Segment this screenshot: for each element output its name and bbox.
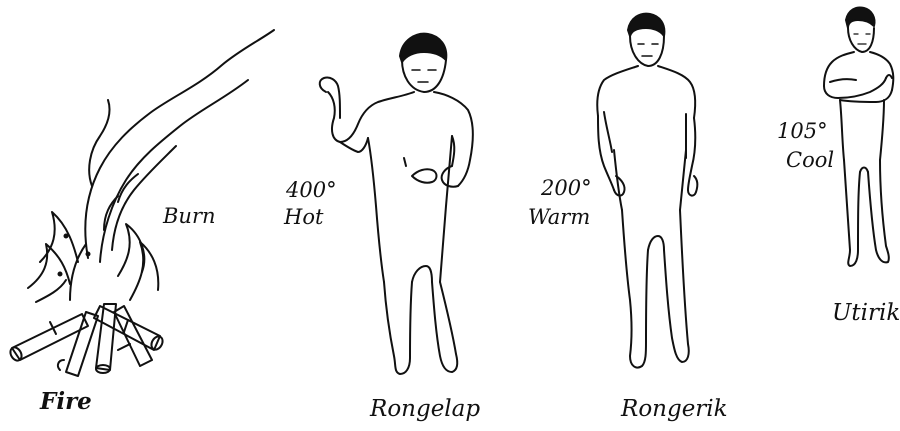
rongerik-temperature: 200° xyxy=(541,178,592,199)
utirik-face xyxy=(848,28,874,52)
fire-logs xyxy=(8,304,165,376)
rongelap-caption: Rongelap xyxy=(370,398,480,421)
fire-smoke xyxy=(112,146,176,250)
fire-smoke xyxy=(89,100,109,186)
utirik-annotation: Cool xyxy=(786,150,834,171)
rongerik-hair xyxy=(628,14,664,36)
rongerik-annotation: Warm xyxy=(528,207,590,228)
utirik-temperature: 105° xyxy=(777,121,828,142)
fire-smoke xyxy=(100,80,248,262)
rongelap-temperature: 400° xyxy=(286,180,337,201)
fire-flame xyxy=(36,280,66,302)
rongelap-hair xyxy=(400,34,446,62)
fire-annotation: Burn xyxy=(163,206,216,227)
fire-caption: Fire xyxy=(40,390,92,413)
rongelap-figure xyxy=(320,34,473,374)
rongerik-caption: Rongerik xyxy=(621,398,728,421)
utirik-hair xyxy=(846,8,875,29)
rongelap-annotation: Hot xyxy=(284,207,323,228)
fire-flame xyxy=(40,212,78,262)
rongerik-figure xyxy=(597,14,697,368)
fire-drawing xyxy=(8,30,274,376)
utirik-caption: Utirik xyxy=(832,302,900,325)
rongelap-face xyxy=(402,60,446,92)
utirik-figure xyxy=(824,8,893,267)
fire-flame xyxy=(118,224,144,276)
fire-flame xyxy=(70,244,86,300)
rongerik-face xyxy=(630,36,664,66)
